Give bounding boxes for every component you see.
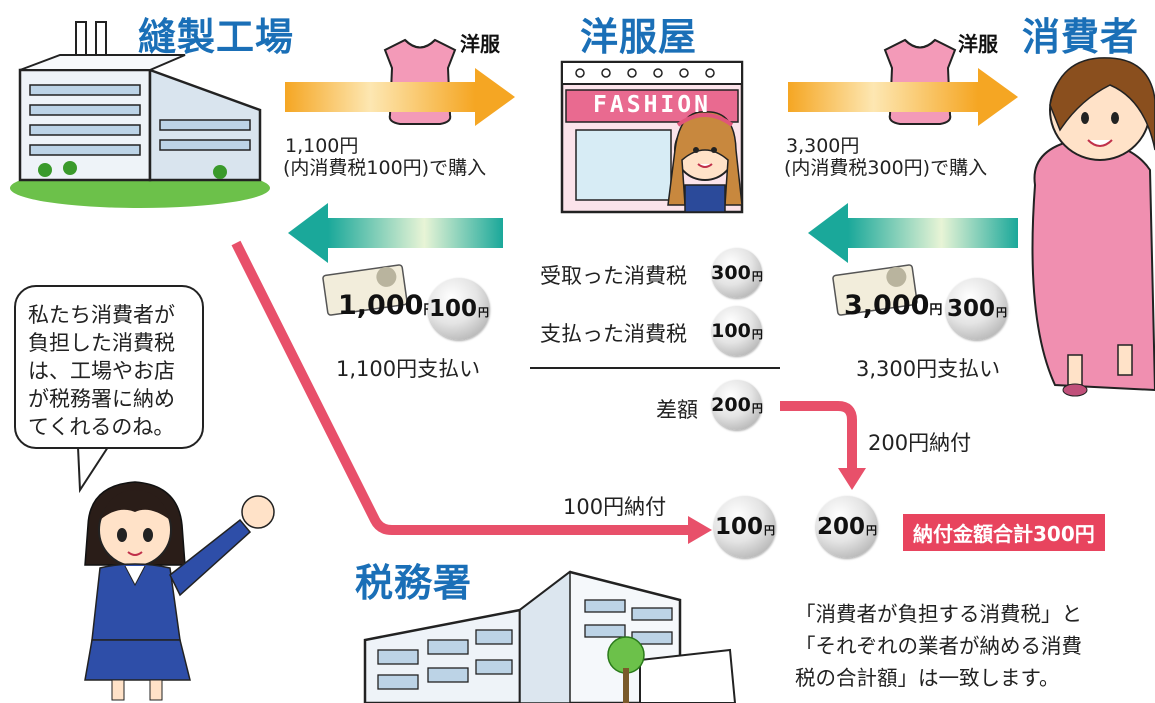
explanation-line: 「消費者が負担する消費税」と — [795, 602, 1082, 626]
bill-amount-left: 1,000円 — [338, 290, 436, 321]
flow-line-shop-to-taxoffice — [780, 401, 857, 470]
explanation-text: 「消費者が負担する消費税」と 「それぞれの業者が納める消費 税の合計額」は一致し… — [795, 598, 1082, 694]
flow-arrowhead — [838, 468, 866, 490]
factory-illustration — [10, 21, 270, 208]
taxoffice-title: 税務署 — [355, 561, 473, 605]
payment-left-caption: 1,100円支払い — [336, 357, 481, 381]
bill-icon — [832, 264, 918, 316]
purchase-left-line1: 1,100円 — [285, 135, 359, 157]
shop-illustration — [560, 60, 744, 214]
shop-payment-label: 200円納付 — [868, 431, 972, 455]
speech-line: は、工場やお店 — [28, 359, 175, 383]
speech-bubble: 私たち消費者が 負担した消費税 は、工場やお店 が税務署に納め てくれるのね。 — [14, 285, 204, 449]
speech-line: 負担した消費税 — [28, 331, 175, 355]
shop-title: 洋服屋 — [580, 15, 698, 59]
consumer-illustration — [1031, 57, 1155, 397]
paid-tax-label: 支払った消費税 — [540, 322, 687, 346]
total-banner: 納付金額合計300円 — [903, 514, 1105, 551]
purchase-right-line1: 3,300円 — [786, 135, 860, 157]
purchase-left-line2: (内消費税100円)で購入 — [283, 157, 487, 179]
bill-icon — [322, 264, 408, 316]
diff-label: 差額 — [656, 398, 698, 422]
dress-label: 洋服 — [958, 32, 998, 56]
goods-arrow-shop-to-consumer — [788, 68, 1018, 126]
money-arrow-consumer-to-shop — [808, 203, 1018, 263]
taxoffice-illustration — [363, 570, 737, 703]
factory-title: 縫製工場 — [138, 15, 295, 59]
goods-arrow-factory-to-shop — [285, 68, 515, 126]
explanation-line: 「それぞれの業者が納める消費 — [795, 634, 1082, 658]
received-tax-label: 受取った消費税 — [540, 264, 687, 288]
bill-amount-right: 3,000円 — [844, 290, 943, 321]
dress-label: 洋服 — [460, 32, 500, 56]
girl-illustration — [84, 481, 275, 701]
factory-payment-label: 100円納付 — [563, 495, 667, 519]
speech-line: が税務署に納め — [28, 387, 175, 411]
purchase-right-line2: (内消費税300円)で購入 — [784, 157, 988, 179]
explanation-line: 税の合計額」は一致します。 — [795, 666, 1060, 690]
payment-right-caption: 3,300円支払い — [856, 357, 1001, 381]
speech-tail — [76, 446, 110, 494]
flow-line-factory-to-taxoffice — [231, 240, 690, 535]
speech-line: 私たち消費者が — [28, 303, 175, 327]
shop-sign: FASHION — [593, 92, 711, 118]
speech-line: てくれるのね。 — [28, 415, 175, 439]
flow-arrowhead — [688, 516, 712, 544]
money-arrow-shop-to-factory — [288, 203, 503, 263]
consumer-title: 消費者 — [1022, 15, 1140, 59]
